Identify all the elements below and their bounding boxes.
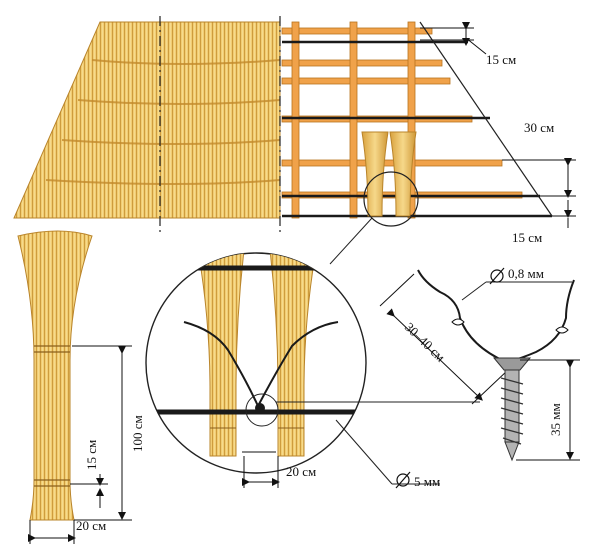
label-lath-gap-bottom: 15 см xyxy=(512,230,542,245)
zoom-knot xyxy=(255,403,265,413)
bundle-body xyxy=(17,230,93,521)
dim-bottom-gap xyxy=(552,200,576,228)
diameter-icon xyxy=(395,471,411,489)
dim-bundle-tie xyxy=(70,474,108,508)
dim-bundle-length xyxy=(72,345,132,521)
wire-rods xyxy=(282,40,552,218)
wire-breaks xyxy=(451,318,569,334)
label-wire-diameter: 0,8 мм xyxy=(508,266,544,281)
label-bundle-tie-offset: 15 см xyxy=(84,440,99,470)
dim-lath-spacing xyxy=(502,158,576,198)
zoom-bundle-right xyxy=(269,253,317,457)
label-lath-gap-top: 15 см xyxy=(486,52,516,67)
dim-wire-length xyxy=(379,273,509,405)
label-lath-spacing: 30 см xyxy=(524,120,554,135)
bundle-ties xyxy=(34,345,70,487)
label-screw-length: 35 мм xyxy=(548,403,563,436)
fastener-detail: 0,8 мм 30–40 см xyxy=(379,266,580,462)
thatch-layer xyxy=(13,21,281,219)
dim-top-gap xyxy=(420,22,487,55)
rod-leader xyxy=(335,419,393,485)
label-rod-diameter: 5 мм xyxy=(414,474,440,489)
zoom-knot-callout xyxy=(245,393,279,427)
detail-callout-circle xyxy=(363,171,419,227)
detail-callout-leader xyxy=(329,217,373,265)
zoom-bundle-left xyxy=(197,253,245,457)
dim-screw-length xyxy=(516,359,580,461)
label-bundle-diameter: 20 см xyxy=(76,518,106,533)
small-bundles xyxy=(361,131,417,217)
thatch-rows xyxy=(45,59,281,185)
dim-bundle-gap xyxy=(242,451,280,488)
vertical-rafters xyxy=(291,21,416,219)
label-bundle-length: 100 см xyxy=(130,415,145,452)
roof-slope: 15 см 30 см 15 см xyxy=(13,16,576,265)
label-bundle-gap: 20 см xyxy=(286,464,316,479)
reed-bundle: 100 см 15 см 20 см xyxy=(17,230,145,544)
diameter-icon xyxy=(489,267,505,285)
wire-loop-right xyxy=(507,279,575,363)
screw-icon xyxy=(492,357,532,462)
dim-bundle-diameter xyxy=(28,520,76,544)
roof-edge xyxy=(419,21,553,217)
label-wire-length: 30–40 см xyxy=(402,319,448,364)
